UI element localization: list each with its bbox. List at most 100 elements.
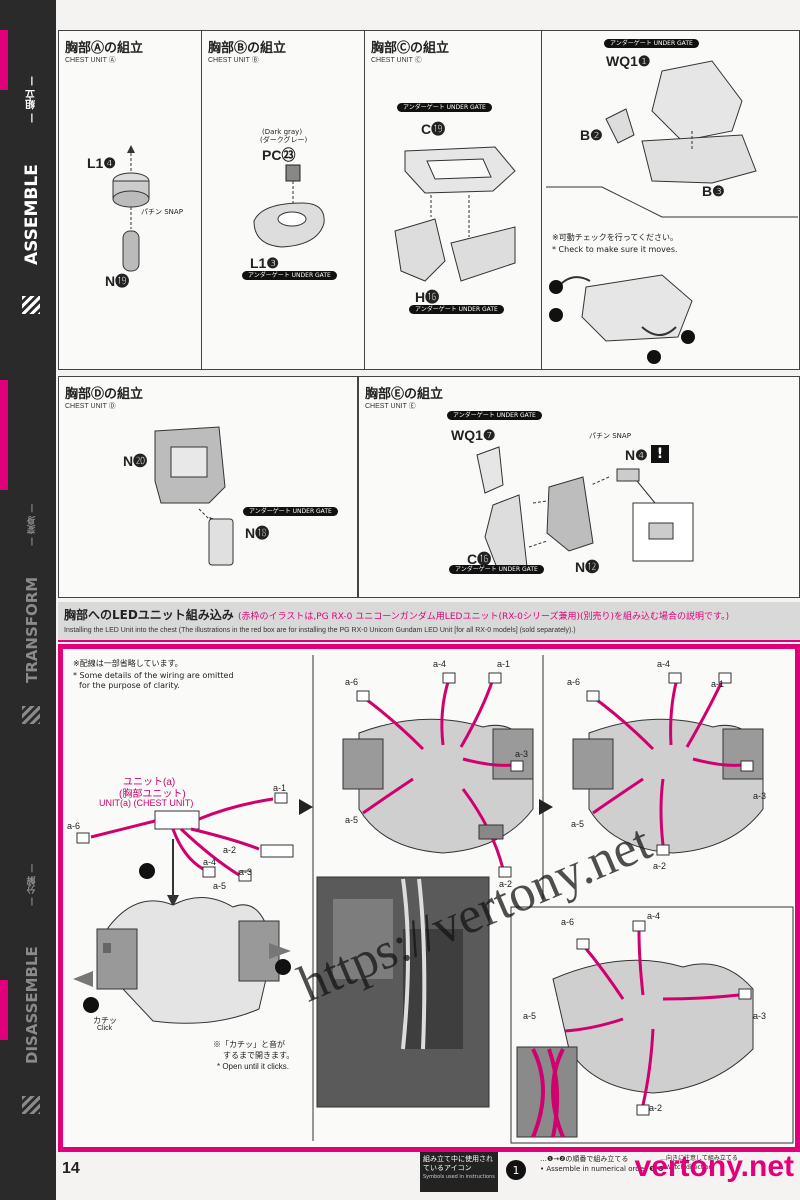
section-transform-jp: — 変身 — xyxy=(27,503,38,547)
snap-note: パチン SNAP xyxy=(589,432,631,440)
panel-chest-e: 胸部Ⓔの組立 CHEST UNIT Ⓔ アンダーゲート UNDER GATE W… xyxy=(358,376,800,598)
part-label: PC㉓ xyxy=(262,147,296,163)
led-illustration xyxy=(73,655,794,1144)
legend-order-jp: …❶→❷の順番で組み立てる xyxy=(540,1155,629,1163)
open-note-jp: するまで開きます。 xyxy=(223,1051,295,1060)
watermark-corner: vertony.net xyxy=(634,1150,794,1183)
part-illustration xyxy=(546,60,798,364)
unit-label-jp: (胸部ユニット) xyxy=(119,789,186,800)
part-illustration xyxy=(394,146,543,282)
accent-bar xyxy=(0,30,8,90)
connector-label: a-4 xyxy=(433,659,447,669)
under-gate-badge: アンダーゲート UNDER GATE xyxy=(409,305,504,314)
connector-label: a-5 xyxy=(345,815,359,825)
connector-label: a-5 xyxy=(213,881,227,891)
panel-title: 胸部Ⓒの組立 xyxy=(371,41,450,56)
panel-chest-c: 胸部Ⓒの組立 CHEST UNIT Ⓒ アンダーゲート UNDER GATE C… xyxy=(364,30,543,370)
part-label: N⓳ xyxy=(105,273,130,289)
symbols-box-en: Symbols used in instructions xyxy=(423,1174,495,1180)
stripe-icon xyxy=(22,1096,40,1114)
wiring-note-en: * Some details of the wiring are omitted xyxy=(73,671,234,680)
click-label: カチッ xyxy=(93,1016,117,1025)
part-illustration xyxy=(253,164,325,248)
section-disassemble-jp: — 分解 — xyxy=(27,863,38,907)
part-label: L1❹ xyxy=(87,155,116,171)
warning-icon: ! xyxy=(651,445,669,463)
connector-label: a-1 xyxy=(273,783,287,793)
side-strip: ASSEMBLE — 組立 — TRANSFORM — 変身 — DISASSE… xyxy=(0,0,56,1200)
wiring-note-en: for the purpose of clarity. xyxy=(79,681,180,690)
color-note-jp: (ダークグレー) xyxy=(260,136,308,144)
led-title-text: 胸部へのLEDユニット組み込み xyxy=(64,608,234,622)
accent-bar xyxy=(0,380,8,490)
page-number: 14 xyxy=(62,1160,80,1177)
connector-label: a-5 xyxy=(571,819,585,829)
panel-title: 胸部Ⓐの組立 xyxy=(65,41,144,56)
panel-subtitle: CHEST UNIT Ⓑ xyxy=(208,57,259,64)
part-label: N❹ xyxy=(625,447,648,463)
part-label: B❷ xyxy=(580,127,603,143)
symbols-box-jp: 組み立て中に使用されているアイコン xyxy=(423,1155,493,1172)
led-instruction-frame: ※配線は一部省略しています。 * Some details of the wir… xyxy=(58,644,800,1152)
connector-label: a-4 xyxy=(647,911,661,921)
led-title: 胸部へのLEDユニット組み込み (赤枠のイラストは,PG RX-0 ユニコーンガ… xyxy=(64,606,729,623)
panel-chest-c-continued: アンダーゲート UNDER GATE WQ1❶ B❷ B❸ ※可動チェックを行っ… xyxy=(541,30,800,370)
connector-label: a-6 xyxy=(567,677,581,687)
connector-label: a-1 xyxy=(711,679,725,689)
connector-label: a-4 xyxy=(657,659,671,669)
symbols-box: 組み立て中に使用されているアイコン Symbols used in instru… xyxy=(420,1152,498,1192)
part-illustration xyxy=(476,446,694,574)
under-gate-badge: アンダーゲート UNDER GATE xyxy=(449,565,544,574)
panel-chest-b: 胸部Ⓑの組立 CHEST UNIT Ⓑ (Dark gray) (ダークグレー)… xyxy=(201,30,365,370)
wiring-note-jp: ※配線は一部省略しています。 xyxy=(73,659,183,668)
step-order-icon: 1 xyxy=(506,1160,526,1180)
connector-label: a-2 xyxy=(499,879,513,889)
open-note-jp: ※「カチッ」と音が xyxy=(213,1040,285,1049)
connector-label: a-3 xyxy=(753,1011,767,1021)
part-label: N⓴ xyxy=(123,453,148,469)
panel-subtitle: CHEST UNIT Ⓓ xyxy=(65,403,116,410)
part-label: N⓲ xyxy=(245,525,270,541)
section-assemble-jp: — 組立 — xyxy=(26,76,38,124)
panel-subtitle: CHEST UNIT Ⓒ xyxy=(371,57,422,64)
part-label: WQ1❶ xyxy=(606,53,651,69)
panel-chest-d: 胸部Ⓓの組立 CHEST UNIT Ⓓ N⓴ アンダーゲート UNDER GAT… xyxy=(58,376,358,598)
part-illustration xyxy=(112,145,150,272)
panel-title: 胸部Ⓔの組立 xyxy=(365,387,444,402)
legend-order-en: • Assemble in numerical order ❶ ❷ xyxy=(540,1165,664,1173)
under-gate-badge: アンダーゲート UNDER GATE xyxy=(397,103,492,112)
under-gate-badge: アンダーゲート UNDER GATE xyxy=(604,39,699,48)
part-label: H⓰ xyxy=(415,289,440,305)
legend-direction: …向きに注意して組み立てる • Watch direction xyxy=(660,1154,738,1172)
connector-label: a-1 xyxy=(497,659,511,669)
open-note-en: * Open until it clicks. xyxy=(217,1062,290,1071)
under-gate-badge: アンダーゲート UNDER GATE xyxy=(242,271,337,280)
stripe-icon xyxy=(22,296,40,314)
snap-note: パチン SNAP xyxy=(141,208,183,216)
part-label: C⓳ xyxy=(421,121,446,137)
check-note-jp: ※可動チェックを行ってください。 xyxy=(552,233,679,242)
panel-subtitle: CHEST UNIT Ⓐ xyxy=(65,57,116,64)
section-assemble: ASSEMBLE xyxy=(22,164,42,266)
connector-label: a-6 xyxy=(345,677,359,687)
panel-title: 胸部Ⓓの組立 xyxy=(65,387,144,402)
legend-direction-en: • Watch direction xyxy=(660,1164,713,1171)
connector-label: a-6 xyxy=(561,917,575,927)
connector-label: a-2 xyxy=(649,1103,663,1113)
led-subtitle: Installing the LED Unit into the chest (… xyxy=(64,627,576,634)
section-disassemble: DISASSEMBLE xyxy=(23,946,41,1064)
part-label: N⓬ xyxy=(575,559,600,575)
connector-label: a-3 xyxy=(239,867,253,877)
part-label: L1❸ xyxy=(250,255,279,271)
led-title-note: (赤枠のイラストは,PG RX-0 ユニコーンガンダム用LEDユニット(RX-0… xyxy=(238,612,730,622)
section-transform: TRANSFORM xyxy=(23,576,41,684)
footer-legend: 組み立て中に使用されているアイコン Symbols used in instru… xyxy=(420,1152,800,1200)
accent-bar xyxy=(0,980,8,1040)
connector-label: a-4 xyxy=(203,857,217,867)
part-label: B❸ xyxy=(702,183,725,199)
legend-direction-jp: …向きに注意して組み立てる xyxy=(660,1155,738,1162)
part-label: WQ1❼ xyxy=(451,427,496,443)
unit-label-en: UNIT(a) (CHEST UNIT) xyxy=(99,798,194,808)
panel-subtitle: CHEST UNIT Ⓔ xyxy=(365,403,416,410)
part-label: C⓰ xyxy=(467,551,492,567)
